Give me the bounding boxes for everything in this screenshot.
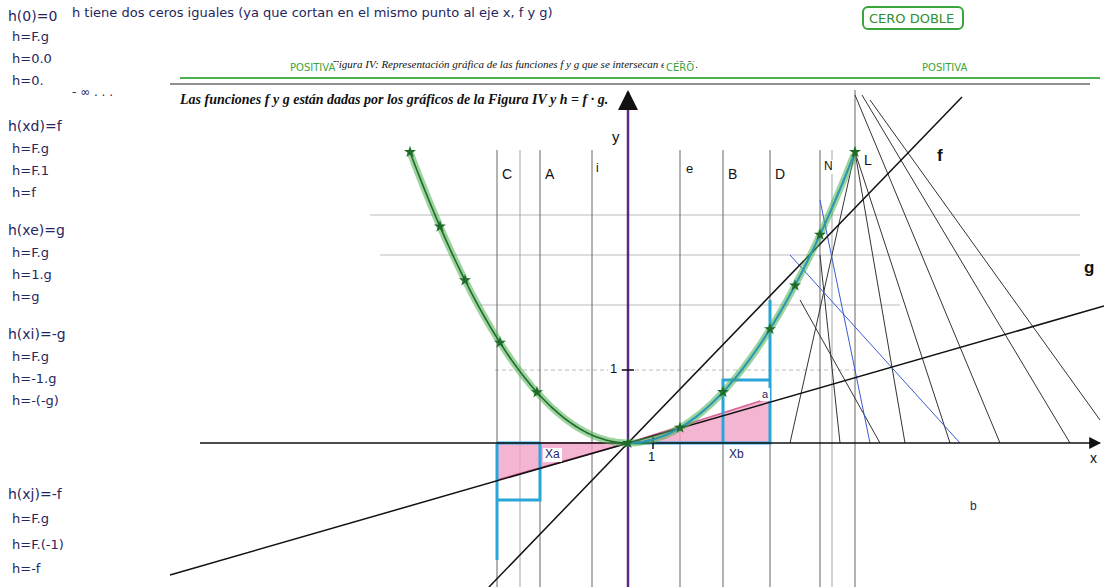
handwritten-note: h=F.g [10,350,51,365]
point-label: B [726,166,739,182]
curve-point [789,279,801,290]
curve-point [404,146,416,157]
point-label: e [684,162,695,177]
point-label: C [500,166,514,182]
handwritten-note: h=F.g [10,30,51,45]
parabola-h [410,152,854,443]
curve-point [622,437,634,448]
sign-label: CERO [664,62,696,74]
point-label: b [968,500,979,514]
curve-point [764,323,776,334]
axis-label: y [610,128,622,145]
function-name: g [1082,258,1096,278]
handwritten-note: h=-f [10,562,42,577]
sign-label: POSITIVA [920,62,969,74]
axis-label: x [1088,450,1099,466]
handwritten-note: h=1.g [10,268,54,283]
handwritten-note: h=-(-g) [10,394,61,409]
curve-point [849,146,861,157]
curve-point [814,228,826,239]
handwritten-note: h=F.1 [10,164,51,179]
point-label: L [862,152,874,168]
curve-point [674,421,686,432]
point-label: Xb [727,448,746,462]
curve-point [717,386,729,397]
handwritten-note: h(xe)=g [6,222,67,238]
parabola-h-line [410,152,854,443]
handwritten-note: h(0)=0 [6,8,59,24]
point-label: N [822,160,835,174]
handwritten-note: h=F.g [10,246,51,261]
point-label: i [594,162,601,176]
node-text: CERO DOBLE [869,11,954,26]
handwritten-note: h=-1.g [10,372,58,387]
handwritten-note: h=F.g [10,512,51,527]
handwritten-note: h=0.0 [10,52,54,67]
highlight-box: CERO DOBLE [862,6,964,30]
handwritten-note: h=F.g [10,142,51,157]
sign-label: POSITIVA [288,62,337,74]
handwritten-note: h(xj)=-f [6,486,64,502]
point-label: a [760,388,770,401]
curve-point [459,274,471,285]
handwritten-note: h=0. [10,74,46,89]
curve-point [434,220,446,231]
axis-label: 1 [608,362,619,377]
point-label: D [773,166,787,182]
handwritten-note: - ∞ . . . [70,86,115,100]
exercise-title: Las funciones f y g están dadas por los … [178,92,610,108]
axis-label: 1 [646,450,657,465]
handwritten-note: h(xi)=-g [6,326,68,342]
point-label: Xa [543,448,562,462]
figure-caption: Figura IV: Representación gráfica de las… [330,58,700,71]
handwritten-note: h(xd)=f [6,118,64,134]
handwritten-note: h tiene dos ceros iguales (ya que cortan… [70,6,555,21]
handwritten-note: h=f [10,186,38,201]
curve-point [494,336,506,347]
parabola-h-right [628,157,853,443]
handwritten-note: h=F.(-1) [10,538,66,553]
point-label: A [543,166,556,182]
handwritten-note: h=g [10,290,41,305]
curve-point [531,386,543,397]
function-name: f [935,146,945,166]
